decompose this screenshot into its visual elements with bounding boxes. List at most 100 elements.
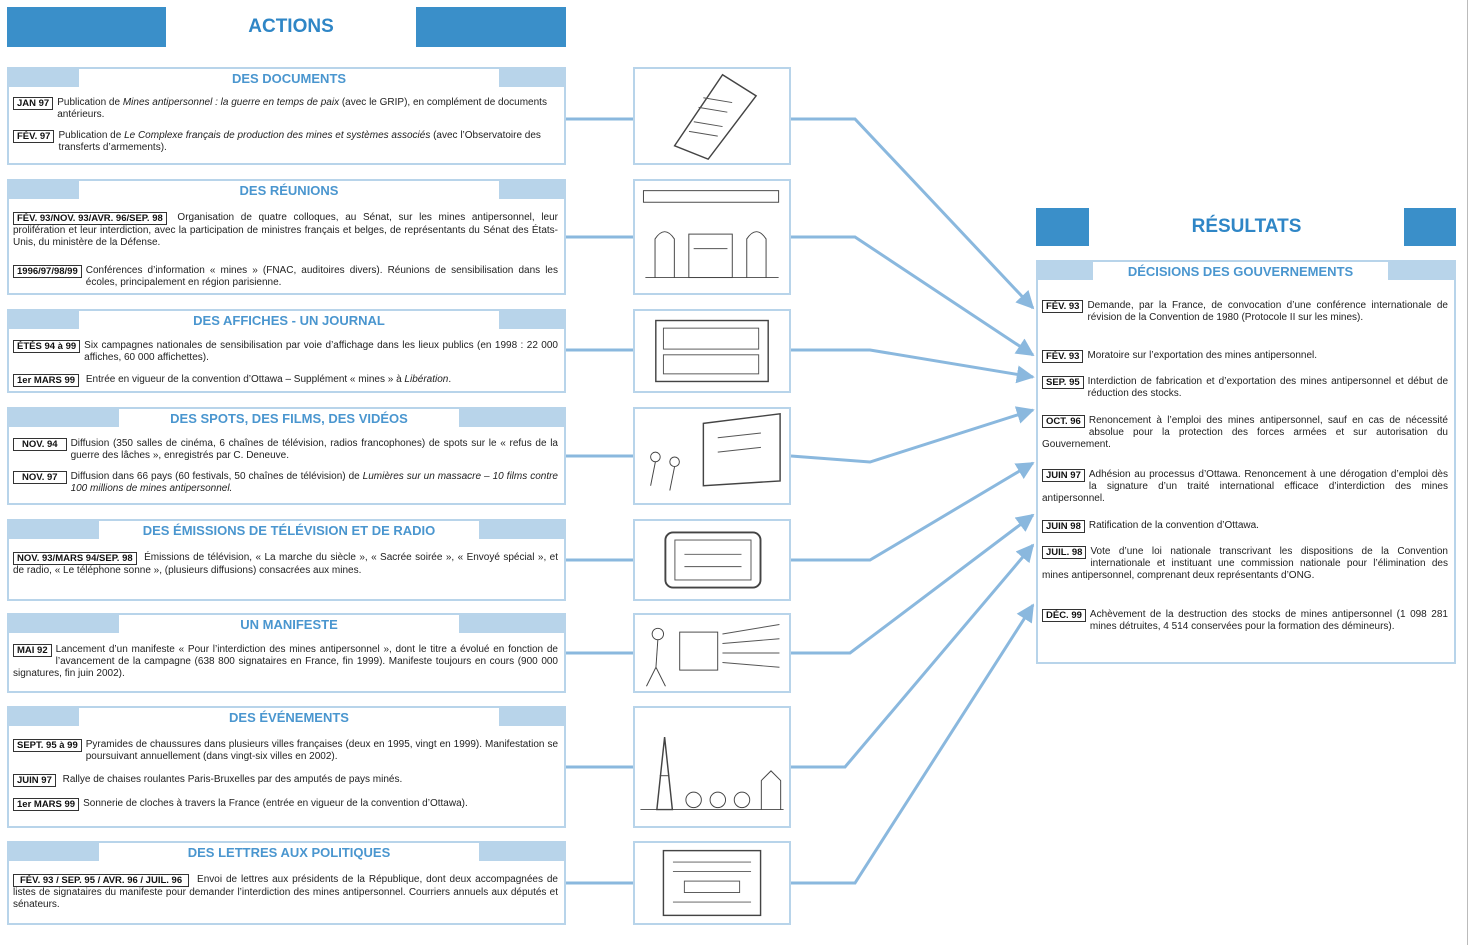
entry-text: Achèvement de la destruction des stocks … xyxy=(1089,609,1448,632)
entry: FÉV. 93/NOV. 93/AVR. 96/SEP. 98 Organisa… xyxy=(13,212,558,249)
entry: NOV. 94 Diffusion (350 salles de cinéma,… xyxy=(13,438,558,462)
page-edge-divider xyxy=(1467,0,1468,945)
entry-text: (avec le GRIP), en complément de documen… xyxy=(57,97,547,120)
date-badge: NOV. 94 xyxy=(13,438,67,451)
section-header: DES LETTRES AUX POLITIQUES xyxy=(9,843,564,861)
date-badge: JUIN 98 xyxy=(1042,520,1085,533)
entry-italic: Libération xyxy=(404,374,449,385)
entry-text: Sonnerie de cloches à travers la France … xyxy=(83,798,468,809)
entry-text: Publication de xyxy=(58,130,125,141)
entry-text: Organisation de quatre colloques, au Sén… xyxy=(13,212,558,248)
section-reunions: DES RÉUNIONS FÉV. 93/NOV. 93/AVR. 96/SEP… xyxy=(7,179,566,295)
entry-text: Renoncement à l’emploi des mines antiper… xyxy=(1042,415,1448,450)
entry-text: Rallye de chaises roulantes Paris-Bruxel… xyxy=(62,774,403,785)
result-entry: JUIN 97 Adhésion au processus d’Ottawa. … xyxy=(1042,469,1448,505)
section-header: DÉCISIONS DES GOUVERNEMENTS xyxy=(1038,262,1454,280)
entry: NOV. 93/MARS 94/SEP. 98 Émissions de tél… xyxy=(13,552,558,577)
section-header: UN MANIFESTE xyxy=(9,615,564,633)
date-badge: SEP. 95 xyxy=(1042,376,1084,389)
actions-title: ACTIONS xyxy=(166,7,416,47)
thumbnail-events-illustration xyxy=(633,706,791,828)
entry-text: Ratification de la convention d’Ottawa. xyxy=(1088,520,1259,531)
result-entry: SEP. 95 Interdiction de fabrication et d… xyxy=(1042,376,1448,400)
entry-text: . xyxy=(448,374,452,385)
date-badge: JAN 97 xyxy=(13,97,54,110)
entry: ÉTÉS 94 à 99 Six campagnes nationales de… xyxy=(13,340,558,364)
result-entry: JUIL. 98 Vote d’une loi nationale transc… xyxy=(1042,546,1448,582)
entry: SEPT. 95 à 99 Pyramides de chaussures da… xyxy=(13,739,558,763)
thumbnail-cinema-illustration xyxy=(633,407,791,505)
entry: FÉV. 97 Publication de Le Complexe franç… xyxy=(13,130,558,154)
entry: 1er MARS 99 Sonnerie de cloches à traver… xyxy=(13,798,558,811)
entry-text: Adhésion au processus d’Ottawa. Renoncem… xyxy=(1042,469,1448,504)
date-badge: ÉTÉS 94 à 99 xyxy=(13,340,81,353)
date-badge: 1996/97/98/99 xyxy=(13,265,82,278)
entry-text: (avec l’Observatoire des transferts d’ar… xyxy=(58,130,541,153)
entry: 1996/97/98/99 Conférences d’information … xyxy=(13,265,558,289)
result-entry: JUIN 98 Ratification de la convention d’… xyxy=(1042,520,1448,533)
section-header: DES RÉUNIONS xyxy=(9,181,564,199)
date-badge: 1er MARS 99 xyxy=(13,374,80,387)
date-badge: OCT. 96 xyxy=(1042,415,1085,428)
entry-text: Moratoire sur l’exportation des mines an… xyxy=(1087,350,1318,361)
thumbnail-letter-illustration xyxy=(633,841,791,925)
entry-text: Interdiction de fabrication et d’exporta… xyxy=(1087,376,1448,399)
entry-text: Entrée en vigueur de la convention d’Ott… xyxy=(85,374,405,385)
thumbnail-document-illustration xyxy=(633,67,791,165)
section-evenements: DES ÉVÉNEMENTS SEPT. 95 à 99 Pyramides d… xyxy=(7,706,566,828)
date-badge: SEPT. 95 à 99 xyxy=(13,739,82,752)
section-header: DES ÉMISSIONS DE TÉLÉVISION ET DE RADIO xyxy=(9,521,564,539)
result-entry: OCT. 96 Renoncement à l’emploi des mines… xyxy=(1042,415,1448,451)
date-badge: JUIN 97 xyxy=(1042,469,1085,482)
date-badge: DÉC. 99 xyxy=(1042,609,1086,622)
entry: FÉV. 93 / SEP. 95 / AVR. 96 / JUIL. 96 E… xyxy=(13,874,558,911)
entry-text: Pyramides de chaussures dans plusieurs v… xyxy=(85,739,558,762)
section-spots: DES SPOTS, DES FILMS, DES VIDÉOS NOV. 94… xyxy=(7,407,566,505)
date-badge: JUIL. 98 xyxy=(1042,546,1087,559)
entry: JAN 97 Publication de Mines antipersonne… xyxy=(13,97,558,121)
section-lettres: DES LETTRES AUX POLITIQUES FÉV. 93 / SEP… xyxy=(7,841,566,925)
entry-text: Diffusion dans 66 pays (60 festivals, 50… xyxy=(70,471,363,482)
entry: 1er MARS 99 Entrée en vigueur de la conv… xyxy=(13,374,558,387)
section-header: DES AFFICHES - UN JOURNAL xyxy=(9,311,564,329)
section-title: DES LETTRES AUX POLITIQUES xyxy=(99,843,479,861)
entry-text: Demande, par la France, de convocation d… xyxy=(1087,300,1448,323)
entry: NOV. 97 Diffusion dans 66 pays (60 festi… xyxy=(13,471,558,495)
section-header: DES DOCUMENTS xyxy=(9,69,564,87)
section-title: DES SPOTS, DES FILMS, DES VIDÉOS xyxy=(119,409,459,427)
entry-text: Émissions de télévision, « La marche du … xyxy=(13,552,558,576)
date-badge: MAI 92 xyxy=(13,644,52,657)
section-affiches: DES AFFICHES - UN JOURNAL ÉTÉS 94 à 99 S… xyxy=(7,309,566,393)
section-title: DÉCISIONS DES GOUVERNEMENTS xyxy=(1093,262,1388,280)
entry-text: Six campagnes nationales de sensibilisat… xyxy=(84,340,558,363)
results-banner: RÉSULTATS xyxy=(1036,208,1456,246)
entry-italic: Mines antipersonnel : la guerre en temps… xyxy=(122,97,340,108)
entry-text: Publication de xyxy=(57,97,123,108)
date-badge: 1er MARS 99 xyxy=(13,798,80,811)
entry-text: Vote d’une loi nationale transcrivant le… xyxy=(1042,546,1448,581)
section-documents: DES DOCUMENTS JAN 97 Publication de Mine… xyxy=(7,67,566,165)
section-title: DES RÉUNIONS xyxy=(79,181,499,199)
thumbnail-manifesto-illustration xyxy=(633,613,791,693)
section-decisions: DÉCISIONS DES GOUVERNEMENTS FÉV. 93 Dema… xyxy=(1036,260,1456,664)
section-manifeste: UN MANIFESTE MAI 92 Lancement d’un manif… xyxy=(7,613,566,693)
thumbnail-senate-illustration xyxy=(633,179,791,295)
results-title: RÉSULTATS xyxy=(1089,208,1404,246)
date-badge: FÉV. 97 xyxy=(13,130,55,143)
section-title: DES ÉVÉNEMENTS xyxy=(79,708,499,726)
section-title: DES ÉMISSIONS DE TÉLÉVISION ET DE RADIO xyxy=(99,521,479,539)
result-entry: DÉC. 99 Achèvement de la destruction des… xyxy=(1042,609,1448,633)
actions-banner: ACTIONS xyxy=(7,7,566,47)
date-badge: FÉV. 93 xyxy=(1042,300,1084,313)
section-title: DES AFFICHES - UN JOURNAL xyxy=(79,311,499,329)
date-badge: NOV. 97 xyxy=(13,471,67,484)
thumbnail-poster-illustration xyxy=(633,309,791,393)
section-title: DES DOCUMENTS xyxy=(79,69,499,87)
entry-text: Diffusion (350 salles de cinéma, 6 chaîn… xyxy=(70,438,558,461)
date-badge: FÉV. 93 xyxy=(1042,350,1084,363)
entry-text: Conférences d’information « mines » (FNA… xyxy=(85,265,558,288)
result-entry: FÉV. 93 Moratoire sur l’exportation des … xyxy=(1042,350,1448,363)
section-header: DES ÉVÉNEMENTS xyxy=(9,708,564,726)
entry-italic: Lumières sur un massacre – 10 films cont… xyxy=(70,471,558,494)
